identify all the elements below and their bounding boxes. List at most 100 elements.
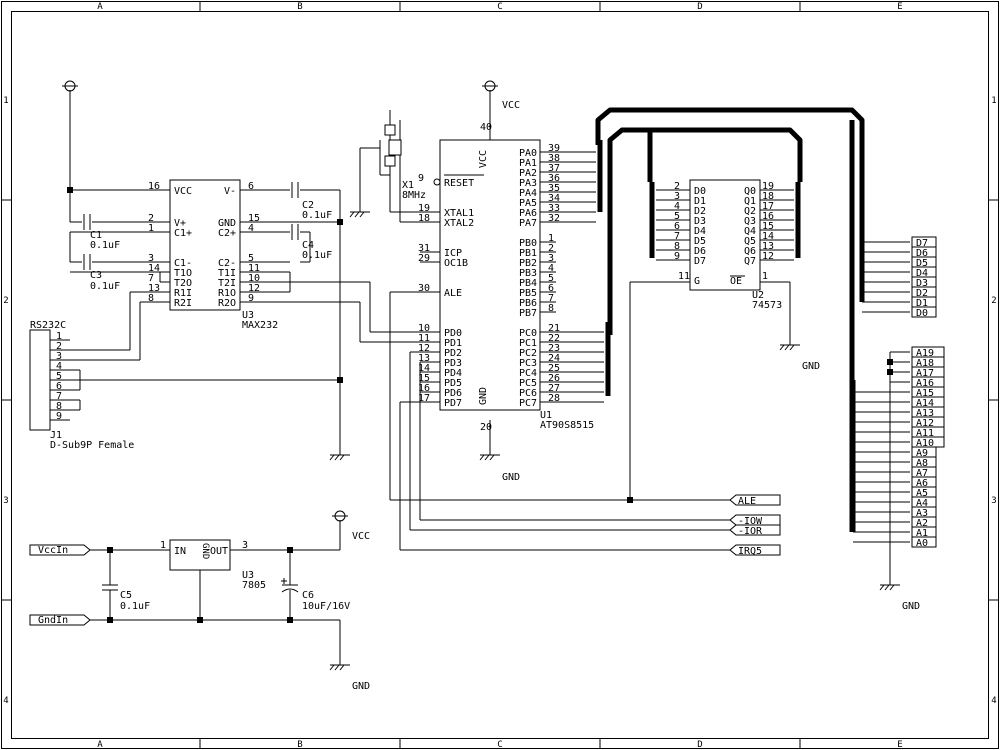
ic-pin-number: 16 (148, 181, 160, 192)
ic-pin-name: Q2 (744, 206, 756, 217)
port-label: A13 (916, 408, 934, 419)
ic-pin-name: PD1 (444, 338, 462, 349)
frame-row-label: 4 (3, 696, 8, 706)
port-label-shape (911, 536, 937, 548)
capacitors: C1 0.1uF C3 0.1uF C2 0.1uF C4 0.1uF C5 0… (83, 182, 350, 612)
gnd-symbol (349, 211, 370, 218)
ic-pin-name: T1O (174, 268, 192, 279)
ic-pin-number: 12 (762, 251, 774, 262)
ic-pin-number: 4 (548, 263, 554, 274)
port-label: A1 (916, 528, 928, 539)
gnd-symbol (879, 584, 900, 591)
ic-pin-number: 35 (548, 183, 560, 194)
ic-pin-number: 5 (548, 273, 554, 284)
port-label: D7 (916, 238, 928, 249)
ic-pin-number: 1 (548, 233, 554, 244)
port-label: A15 (916, 388, 934, 399)
ic-pin-name: PD0 (444, 328, 462, 339)
capacitor-ref: C2 (302, 200, 314, 211)
ic-pin-number: 6 (548, 283, 554, 294)
port-label: A11 (916, 428, 934, 439)
reg-pin-name: IN (174, 546, 186, 557)
ic-pin-name: GND (218, 218, 236, 229)
ic-pin-number: 8 (148, 293, 154, 304)
capacitor-value: 0.1uF (302, 250, 332, 261)
frame-labels: A B C D E A B C D E 1 2 3 4 1 2 3 4 (3, 2, 996, 750)
ic-pin-name: D6 (694, 246, 706, 257)
ic-pin-number: 11 (248, 263, 260, 274)
gnd-symbol (779, 344, 800, 351)
ic-pin-number: 29 (418, 253, 430, 264)
ic-pin-number: 19 (418, 203, 430, 214)
capacitor-value: 0.1uF (302, 210, 332, 221)
ic-pin-name: PB5 (519, 288, 537, 299)
ic-power-pin-name: GND (478, 387, 489, 405)
ic-pin-number: 17 (418, 393, 430, 404)
ic-power-pin-number: 20 (480, 422, 492, 433)
port-label: A8 (916, 458, 928, 469)
ic-pin-number: 16 (762, 211, 774, 222)
gnd-label: GND (802, 361, 820, 372)
ic-pin-number: 10 (418, 323, 430, 334)
ic-pin-number: 6 (674, 221, 680, 232)
ic-pin-number: 3 (148, 253, 154, 264)
frame-col-label: C (497, 740, 502, 750)
frame-col-label: C (497, 2, 502, 12)
reg-pin-number: 3 (242, 540, 248, 551)
ic-ref: U3 (242, 310, 254, 321)
ic-pin-name: PC2 (519, 348, 537, 359)
ic-pin-number: 14 (418, 363, 430, 374)
gnd-label: GND (902, 601, 920, 612)
connector-pin-number: 5 (56, 371, 62, 382)
ic-pin-name: PD6 (444, 388, 462, 399)
port-label: D6 (916, 248, 928, 259)
ic-pin-number: 13 (418, 353, 430, 364)
ic-pin-name: D5 (694, 236, 706, 247)
vcc-symbol (332, 510, 348, 522)
port-label-shape (729, 524, 781, 536)
ic-pin-name: ALE (444, 288, 462, 299)
ic-pin-number: 11 (418, 333, 430, 344)
capacitor-value: 0.1uF (90, 240, 120, 251)
capacitor-c6: C6 10uF/16V (281, 578, 350, 612)
ic-pin-number: 12 (248, 283, 260, 294)
ic-pin-name: PA6 (519, 208, 537, 219)
frame-col-label: A (97, 2, 103, 12)
port-label: A9 (916, 448, 928, 459)
gnd-label: GND (502, 472, 520, 483)
ic-pin-name: RESET (444, 178, 474, 189)
port-label: D1 (916, 298, 928, 309)
ic-pin-name: D3 (694, 216, 706, 227)
power-symbols: VCC GND GND GND VCC GND (62, 80, 920, 692)
port-labels-power: VccIn GndIn (29, 544, 91, 626)
ic-pin-name: G (694, 276, 700, 287)
crystal-ref: X1 (402, 180, 414, 191)
ic-at90s8515: VCC 40 GND 20 RESET9XTAL119XTAL218ICP31O… (418, 122, 604, 433)
ic-pin-name: PA0 (519, 148, 537, 159)
ic-pin-number: 7 (674, 231, 680, 242)
vcc-label: VCC (352, 531, 370, 542)
ic-pin-name: D4 (694, 226, 706, 237)
port-label: ALE (738, 496, 756, 507)
vcc-label: VCC (502, 100, 520, 111)
ic-pin-number: 37 (548, 163, 560, 174)
port-label: A6 (916, 478, 928, 489)
port-label: A18 (916, 358, 934, 369)
ic-pin-number: 9 (418, 173, 424, 184)
frame-col-label: E (897, 2, 902, 12)
ic-pin-number: 2 (148, 213, 154, 224)
ic-pin-number: 15 (248, 213, 260, 224)
frame-col-label: B (297, 740, 302, 750)
ic-pin-number: 3 (548, 253, 554, 264)
ic-pin-name: R1I (174, 288, 192, 299)
ic-pin-name: PB7 (519, 308, 537, 319)
capacitor-value: 0.1uF (120, 601, 150, 612)
ic-pin-name: C1- (174, 258, 192, 269)
ic-power-pin-number: 40 (480, 122, 492, 133)
